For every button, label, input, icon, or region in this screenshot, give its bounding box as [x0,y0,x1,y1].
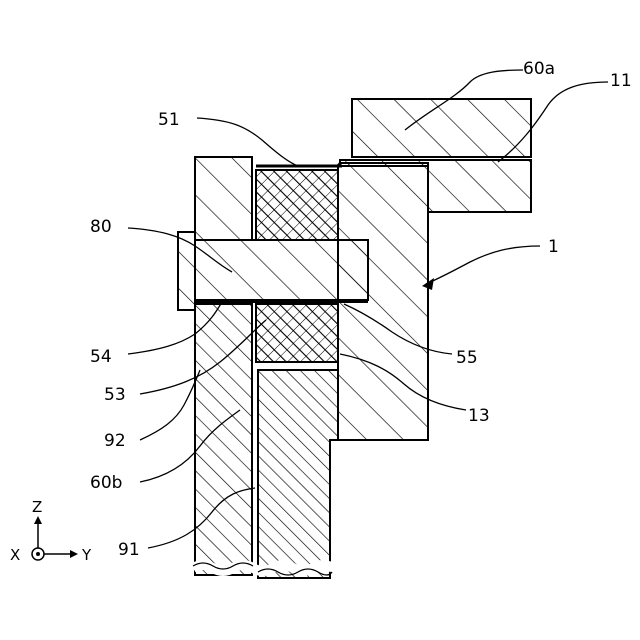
axis-z-label: Z [32,498,42,516]
plate-60a [352,99,531,157]
wall-92-lower [195,304,252,575]
bolt-80 [178,240,368,300]
y-arrowhead [70,550,78,558]
label-91: 91 [118,540,140,560]
z-arrowhead [34,516,42,524]
leader-1 [426,246,540,284]
block-upper [256,170,338,240]
label-53: 53 [104,385,126,405]
label-51: 51 [158,110,180,130]
axis-indicator: Z X Y [10,498,92,564]
wall-92 [195,157,252,240]
x-axis-dot [36,552,40,556]
label-60a: 60a [523,59,555,79]
axis-x-label: X [10,546,20,564]
axis-y-label: Y [81,546,92,564]
label-60b: 60b [90,473,122,493]
label-54: 54 [90,347,112,367]
label-1: 1 [548,237,559,257]
leader-92 [140,370,200,440]
plate-60b [258,370,338,578]
label-55: 55 [456,348,478,368]
label-92: 92 [104,431,126,451]
block-53 [256,304,338,362]
label-13: 13 [468,406,490,426]
label-11: 11 [610,71,632,91]
label-80: 80 [90,217,112,237]
